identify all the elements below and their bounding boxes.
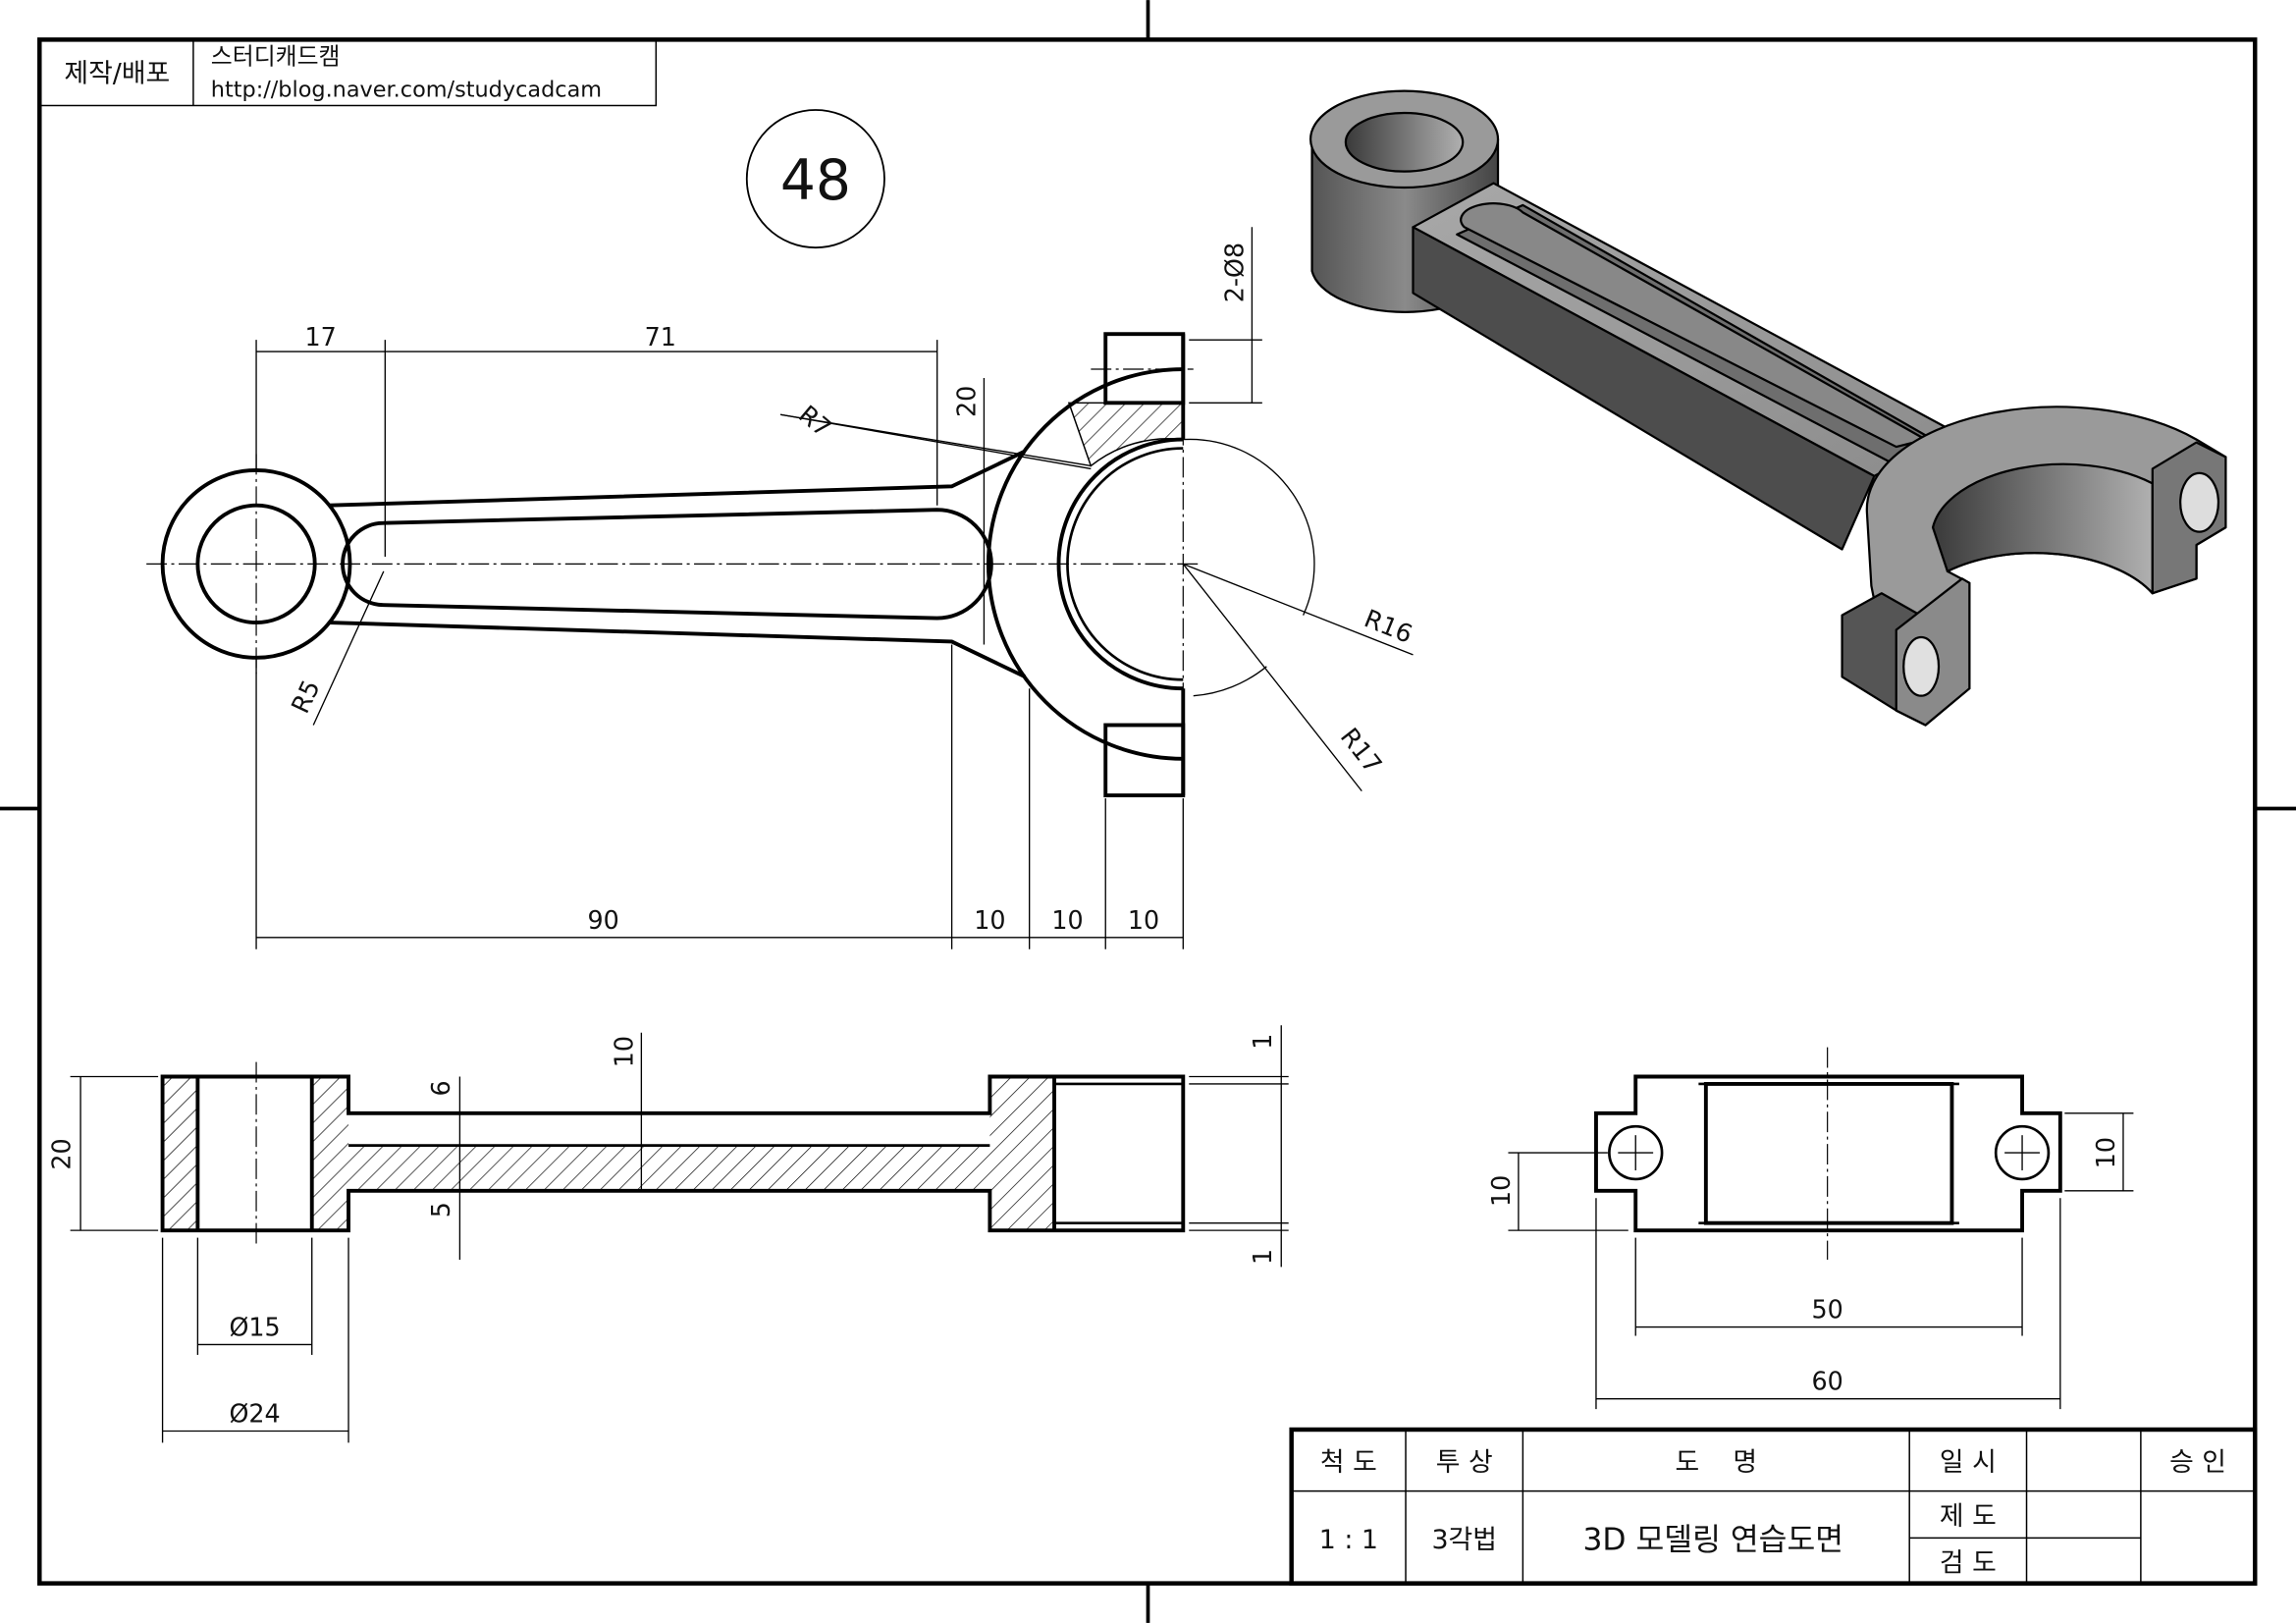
front-view: 17 71 90 10 10 10 20 2-Ø8 R7 R16 R17 R5 — [146, 227, 1416, 949]
title-label: 도 명 — [1676, 1447, 1758, 1478]
scale-label: 척 도 — [1320, 1447, 1377, 1478]
dim-10-web: 10 — [609, 1036, 638, 1067]
dim-20-height: 20 — [47, 1138, 77, 1169]
dim-60: 60 — [1812, 1367, 1843, 1396]
drawing-title: 3D 모델링 연습도면 — [1583, 1522, 1844, 1557]
dim-50: 50 — [1812, 1295, 1843, 1325]
drawing-number-badge: 48 — [745, 109, 885, 249]
date-label: 일 시 — [1940, 1447, 1997, 1478]
dim-1-bottom: 1 — [1248, 1249, 1277, 1265]
isometric-3d-view — [1308, 89, 2227, 727]
title-block: 척 도 투 상 도 명 일 시 승 인 1 : 1 3각법 3D 모델링 연습도… — [1289, 1427, 2258, 1586]
drawing-number: 48 — [780, 148, 851, 213]
dim-10c: 10 — [1128, 905, 1159, 935]
dim-r7: R7 — [793, 399, 837, 443]
dim-6: 6 — [426, 1080, 455, 1096]
header-label: 제작/배포 — [64, 59, 170, 89]
bottom-view: 20 Ø15 Ø24 6 5 10 1 1 — [47, 1025, 1289, 1443]
dim-17: 17 — [305, 322, 337, 352]
dim-71: 71 — [645, 322, 676, 352]
dim-dia15: Ø15 — [229, 1313, 280, 1342]
approval-label: 승 인 — [2169, 1447, 2226, 1478]
checked-label: 검 도 — [1940, 1548, 1997, 1579]
header-name: 스터디캐드캠 — [211, 43, 341, 71]
projection-label: 투 상 — [1436, 1447, 1493, 1478]
dim-90: 90 — [587, 905, 618, 935]
header-url: http://blog.naver.com/studycadcam — [211, 78, 602, 103]
drawn-label: 제 도 — [1940, 1501, 1997, 1532]
dim-r17: R17 — [1335, 722, 1388, 779]
header-box: 제작/배포 스터디캐드캠 http://blog.naver.com/study… — [38, 38, 658, 107]
dim-10-left: 10 — [1486, 1175, 1516, 1207]
dim-2-dia8: 2-Ø8 — [1219, 243, 1249, 302]
dim-1-top: 1 — [1248, 1034, 1277, 1050]
dim-10b: 10 — [1051, 905, 1083, 935]
projection-value: 3각법 — [1431, 1525, 1496, 1555]
dim-10a: 10 — [974, 905, 1005, 935]
dim-r16: R16 — [1361, 603, 1416, 648]
dim-20: 20 — [951, 386, 981, 417]
dim-10-right: 10 — [2091, 1137, 2120, 1168]
dim-5: 5 — [426, 1202, 455, 1217]
dim-dia24: Ø24 — [229, 1399, 280, 1429]
side-view: 50 60 10 10 — [1486, 1047, 2134, 1410]
scale-value: 1 : 1 — [1319, 1525, 1378, 1555]
